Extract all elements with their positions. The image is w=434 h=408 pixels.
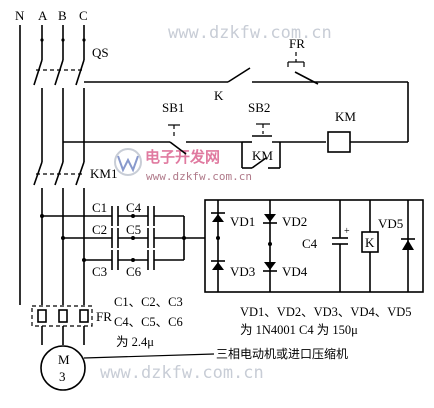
cap-note-line3: 为 2.4μ bbox=[116, 335, 154, 349]
c4-dc-label: C4 bbox=[302, 236, 318, 251]
sb2-button bbox=[242, 123, 326, 143]
c3-label: C3 bbox=[92, 264, 107, 279]
diode-note-line2: 为 1N4001 C4 为 150μ bbox=[240, 323, 358, 337]
km-hold-contact bbox=[241, 142, 281, 169]
km-coil bbox=[327, 131, 351, 153]
k-label: K bbox=[214, 88, 224, 103]
relay-k bbox=[361, 200, 379, 292]
sb1-button bbox=[168, 124, 187, 155]
motor-leader-line bbox=[83, 353, 215, 359]
phase-label-c: C bbox=[79, 8, 88, 23]
sb2-label: SB2 bbox=[248, 100, 270, 115]
vd3-label: VD3 bbox=[230, 264, 255, 279]
km-contact-label: KM bbox=[252, 148, 273, 163]
c5-label: C5 bbox=[126, 222, 141, 237]
diode-bridge bbox=[211, 200, 277, 292]
vd2-label: VD2 bbox=[282, 214, 307, 229]
capacitor-bank bbox=[40, 206, 205, 270]
vd4-label: VD4 bbox=[282, 264, 308, 279]
phase-label-a: A bbox=[38, 8, 48, 23]
electrolytic-capacitor: + bbox=[332, 200, 350, 292]
watermark-top: www.dzkfw.com.cn bbox=[168, 23, 332, 43]
vd1-label: VD1 bbox=[230, 214, 255, 229]
watermark-bottom: www.dzkfw.com.cn bbox=[100, 363, 264, 383]
motor-m-label: M bbox=[58, 352, 70, 367]
watermark-mid-cn: 电子开发网 bbox=[145, 148, 220, 166]
fr-motor-label: FR bbox=[96, 309, 112, 324]
phase-label-b: B bbox=[58, 8, 67, 23]
sb1-label: SB1 bbox=[162, 100, 184, 115]
relay-k-label: K bbox=[365, 235, 375, 250]
c4-label: C4 bbox=[126, 200, 142, 215]
qs-label: QS bbox=[92, 45, 109, 60]
rectifier-box bbox=[204, 199, 424, 293]
phase-label-n: N bbox=[15, 8, 25, 23]
fr-thermal-overload bbox=[31, 305, 93, 345]
motor-3-label: 3 bbox=[59, 369, 66, 384]
vd5-diode bbox=[401, 200, 415, 292]
fr-relay-contact bbox=[287, 52, 319, 85]
svg-text:+: + bbox=[344, 226, 350, 237]
supply-lines bbox=[19, 25, 86, 305]
qs-switch bbox=[33, 59, 85, 162]
k-contact bbox=[227, 67, 251, 83]
c1-label: C1 bbox=[92, 200, 107, 215]
watermark-logo bbox=[114, 148, 142, 176]
c2-label: C2 bbox=[92, 222, 107, 237]
fr-relay-label: FR bbox=[289, 36, 305, 51]
motor-symbol bbox=[40, 345, 86, 391]
km-coil-label: KM bbox=[335, 109, 356, 124]
km1-label: KM1 bbox=[90, 166, 117, 181]
diode-note-line1: VD1、VD2、VD3、VD4、VD5 bbox=[240, 305, 412, 319]
watermark-mid-url: www.dzkfw.com.cn bbox=[146, 170, 252, 183]
cap-note-line1: C1、C2、C3 bbox=[114, 295, 183, 309]
vd5-label: VD5 bbox=[378, 216, 403, 231]
c6-label: C6 bbox=[126, 264, 142, 279]
motor-desc: 三相电动机或进口压缩机 bbox=[216, 346, 348, 361]
cap-note-line2: C4、C5、C6 bbox=[114, 315, 183, 329]
km1-contactor bbox=[33, 161, 85, 305]
